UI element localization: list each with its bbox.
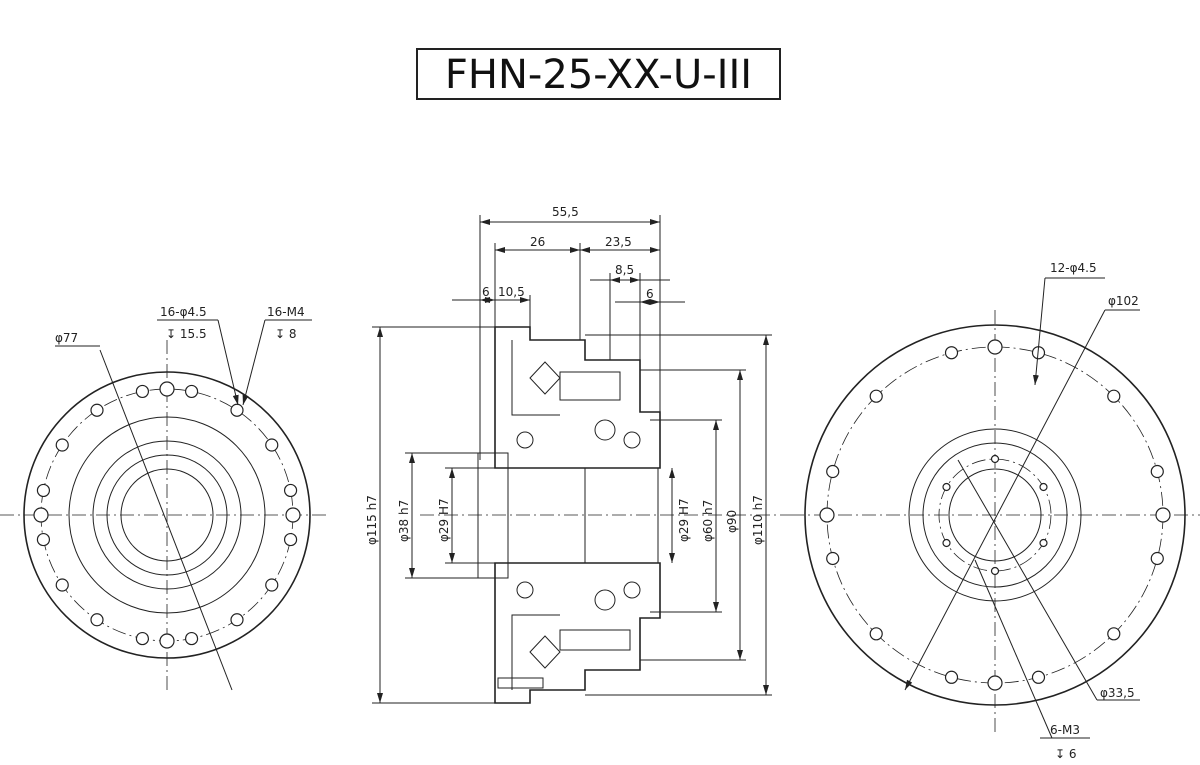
bolt-hole — [184, 631, 199, 646]
bolt-hole — [826, 464, 840, 479]
threaded-hole — [987, 675, 1003, 691]
threads-label-right: 6-M3 — [1050, 723, 1080, 737]
bolt-hole — [283, 483, 298, 498]
threaded-hole — [285, 507, 301, 523]
bolt-hole — [283, 532, 298, 547]
threaded-hole — [159, 381, 175, 397]
bolt-hole — [265, 578, 279, 592]
threaded-hole — [819, 507, 835, 523]
d77-label: φ77 — [55, 331, 78, 345]
bolt-hole — [36, 532, 51, 547]
dim-6-right: 6 — [646, 287, 654, 301]
section-view: 55,5 26 23,5 8,5 6 6 10,5 φ115 h7 φ38 h7… — [365, 205, 790, 704]
bolt-hole — [869, 389, 883, 403]
bolt-hole — [869, 627, 883, 641]
dim-23-5: 23,5 — [605, 235, 632, 249]
bolt-hole — [826, 551, 840, 566]
m3-hole — [990, 454, 1000, 464]
dim-6-left: 6 — [482, 285, 490, 299]
bolt-hole — [1107, 389, 1121, 403]
threads-depth-label-right: ↧ 6 — [1055, 747, 1077, 761]
holes-label: 16-φ4.5 — [160, 305, 207, 319]
bolt-hole — [265, 438, 279, 452]
bolt-hole — [184, 384, 199, 399]
right-end-view: 12-φ4.5 φ102 φ33,5 6-M3 ↧ 6 — [790, 261, 1200, 761]
dim-d29-right: φ29 H7 — [677, 498, 691, 542]
bolt-hole — [55, 578, 69, 592]
bolt-hole — [135, 384, 150, 399]
bolt-hole — [1107, 627, 1121, 641]
bolt-hole — [1150, 551, 1164, 566]
holes-depth-label: ↧ 15.5 — [166, 327, 207, 341]
d33-label: φ33,5 — [1100, 686, 1135, 700]
dim-10-5: 10,5 — [498, 285, 525, 299]
holes-label-right: 12-φ4.5 — [1050, 261, 1097, 275]
dim-d38: φ38 h7 — [397, 500, 411, 542]
dim-8-5: 8,5 — [615, 263, 634, 277]
m3-hole — [1039, 482, 1048, 492]
m3-hole — [942, 482, 951, 492]
dim-d90: φ90 — [725, 510, 739, 533]
bolt-hole — [944, 346, 959, 360]
bolt-hole — [55, 438, 69, 452]
bolt-hole — [90, 613, 104, 627]
m3-hole — [1039, 538, 1048, 548]
threaded-hole — [33, 507, 49, 523]
dim-d110: φ110 h7 — [751, 495, 765, 545]
bolt-hole — [230, 613, 244, 627]
bolt-hole — [1031, 670, 1046, 684]
bolt-hole — [230, 403, 244, 417]
d102-label: φ102 — [1108, 294, 1139, 308]
bolt-hole — [135, 631, 150, 646]
bolt-hole — [1150, 464, 1164, 479]
threads-depth-label: ↧ 8 — [275, 327, 297, 341]
m3-hole — [990, 566, 1000, 576]
threaded-hole — [1155, 507, 1171, 523]
dim-d29-left: φ29 H7 — [437, 498, 451, 542]
bolt-hole — [90, 403, 104, 417]
left-end-view: φ77 16-φ4.5 ↧ 15.5 16-M4 ↧ 8 — [0, 305, 330, 691]
threads-label: 16-M4 — [267, 305, 305, 319]
dim-55-5: 55,5 — [552, 205, 579, 219]
threaded-hole — [159, 633, 175, 649]
drawing-title: FHN-25-XX-U-III — [416, 48, 781, 100]
bolt-hole — [944, 670, 959, 684]
bolt-hole — [36, 483, 51, 498]
m3-hole — [942, 538, 951, 548]
threaded-hole — [987, 339, 1003, 355]
dim-d115: φ115 h7 — [365, 495, 379, 545]
dim-26: 26 — [530, 235, 545, 249]
dim-d60: φ60 h7 — [701, 500, 715, 542]
